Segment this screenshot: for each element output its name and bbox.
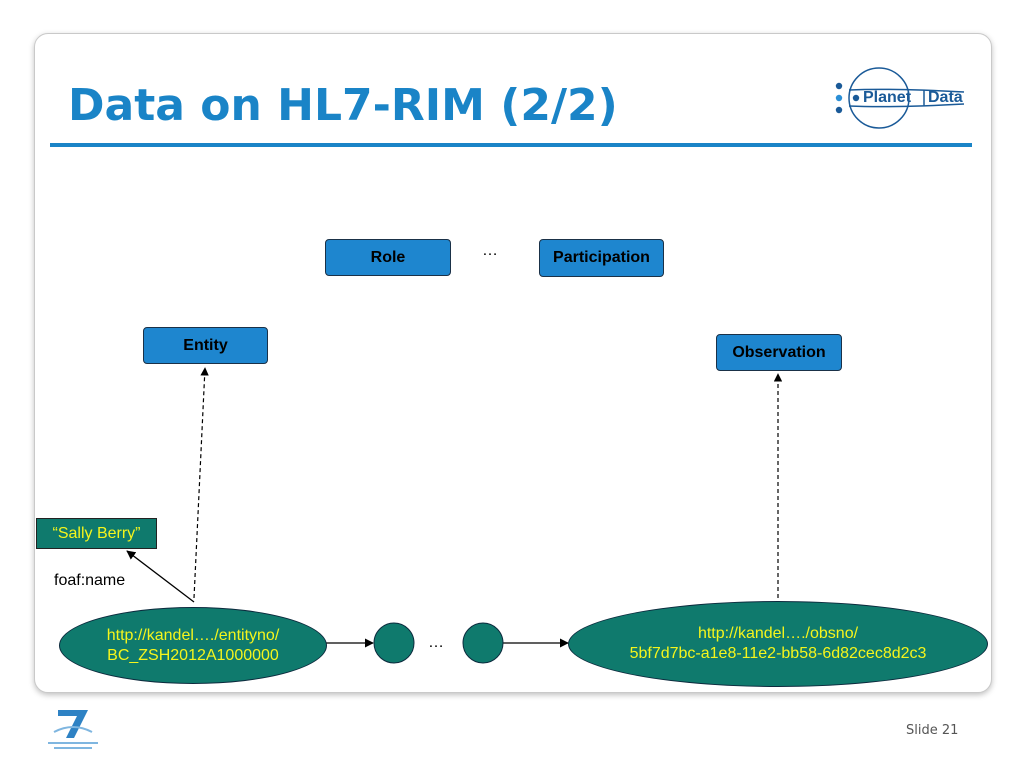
sally-berry-literal: “Sally Berry” bbox=[36, 518, 157, 549]
bottom-ellipsis: … bbox=[428, 634, 444, 651]
slide-number: Slide 21 bbox=[906, 723, 959, 738]
logo-word-data: Data bbox=[928, 89, 963, 106]
fp7-logo bbox=[44, 706, 102, 752]
top-ellipsis: … bbox=[482, 242, 498, 259]
logo-word-planet: Planet bbox=[863, 89, 912, 106]
entity-box: Entity bbox=[143, 327, 268, 364]
observation-uri-line1: http://kandel…./obsno/ bbox=[697, 625, 859, 642]
fp7-logo-graphic bbox=[48, 710, 98, 749]
blank-node-left bbox=[373, 622, 415, 664]
foaf-name-label: foaf:name bbox=[54, 572, 126, 589]
observation-uri-line2: 5bf7d7bc-a1e8-11e2-bb58-6d82cec8d2c3 bbox=[629, 645, 927, 662]
participation-box: Participation bbox=[539, 239, 664, 277]
slide-title: Data on HL7-RIM (2/2) bbox=[68, 80, 618, 131]
planet-data-logo: Planet Data bbox=[832, 56, 977, 136]
title-rule bbox=[50, 143, 972, 147]
blank-node-right bbox=[462, 622, 504, 664]
planet-data-logo-graphic bbox=[835, 67, 965, 129]
observation-box: Observation bbox=[716, 334, 842, 371]
role-box: Role bbox=[325, 239, 451, 276]
entity-uri-line1: http://kandel…./entityno/ bbox=[106, 626, 280, 644]
entity-uri-node: http://kandel…./entityno/ BC_ZSH2012A100… bbox=[59, 607, 327, 684]
entity-uri-line2: BC_ZSH2012A1000000 bbox=[107, 646, 279, 664]
foaf-name-link bbox=[126, 550, 195, 603]
observation-uri-node: http://kandel…./obsno/ 5bf7d7bc-a1e8-11e… bbox=[568, 601, 988, 687]
entity-type-link bbox=[193, 367, 209, 599]
